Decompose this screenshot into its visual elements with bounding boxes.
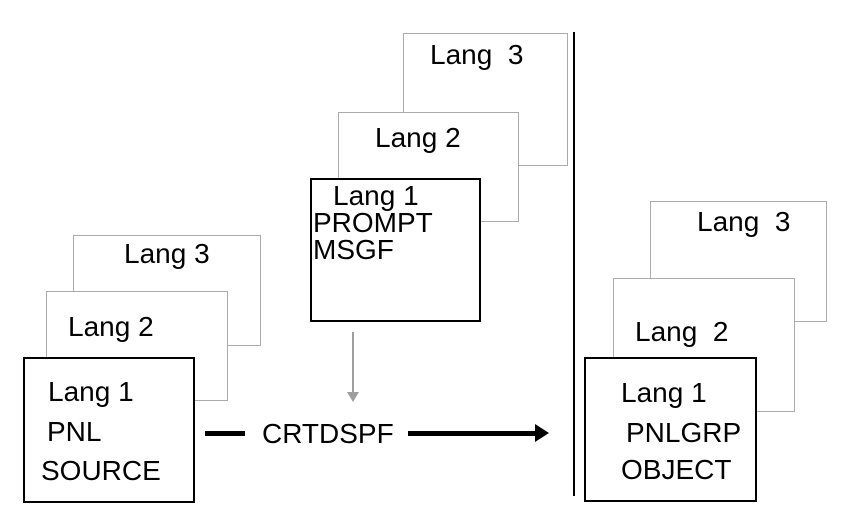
source-lang1-box: Lang 1 PNL SOURCE bbox=[23, 357, 195, 503]
object-lang2-label: Lang 2 bbox=[635, 316, 729, 347]
prompt-lang3-label: Lang 3 bbox=[430, 39, 524, 70]
prompt-front-line-3: MSGF bbox=[313, 234, 394, 265]
object-front-line-2: PNLGRP bbox=[626, 417, 742, 448]
command-label: CRTDSPF bbox=[262, 418, 394, 449]
prompt-front-line-1: Lang 1 bbox=[333, 180, 419, 211]
source-lang3-label: Lang 3 bbox=[124, 238, 210, 269]
object-lang3-label: Lang 3 bbox=[697, 206, 791, 237]
object-lang1-box: Lang 1 PNLGRP OBJECT bbox=[584, 357, 757, 502]
source-front-line-2: PNL bbox=[47, 416, 102, 447]
flow-arrowhead-icon bbox=[535, 424, 549, 442]
prompt-lang1-box: Lang 1 PROMPT MSGF bbox=[310, 178, 481, 322]
source-front-line-3: SOURCE bbox=[41, 455, 161, 486]
divider-line bbox=[573, 32, 575, 496]
object-front-line-3: OBJECT bbox=[621, 454, 732, 485]
flow-arrow-shaft bbox=[408, 431, 536, 436]
input-arrow-shaft bbox=[352, 332, 354, 393]
source-front-line-1: Lang 1 bbox=[48, 376, 134, 407]
object-front-line-1: Lang 1 bbox=[621, 377, 707, 408]
flow-line-left-segment bbox=[205, 431, 245, 436]
prompt-front-line-2: PROMPT bbox=[313, 207, 433, 238]
source-lang2-label: Lang 2 bbox=[68, 311, 154, 342]
prompt-lang2-label: Lang 2 bbox=[375, 122, 461, 153]
input-arrowhead-icon bbox=[347, 392, 359, 402]
